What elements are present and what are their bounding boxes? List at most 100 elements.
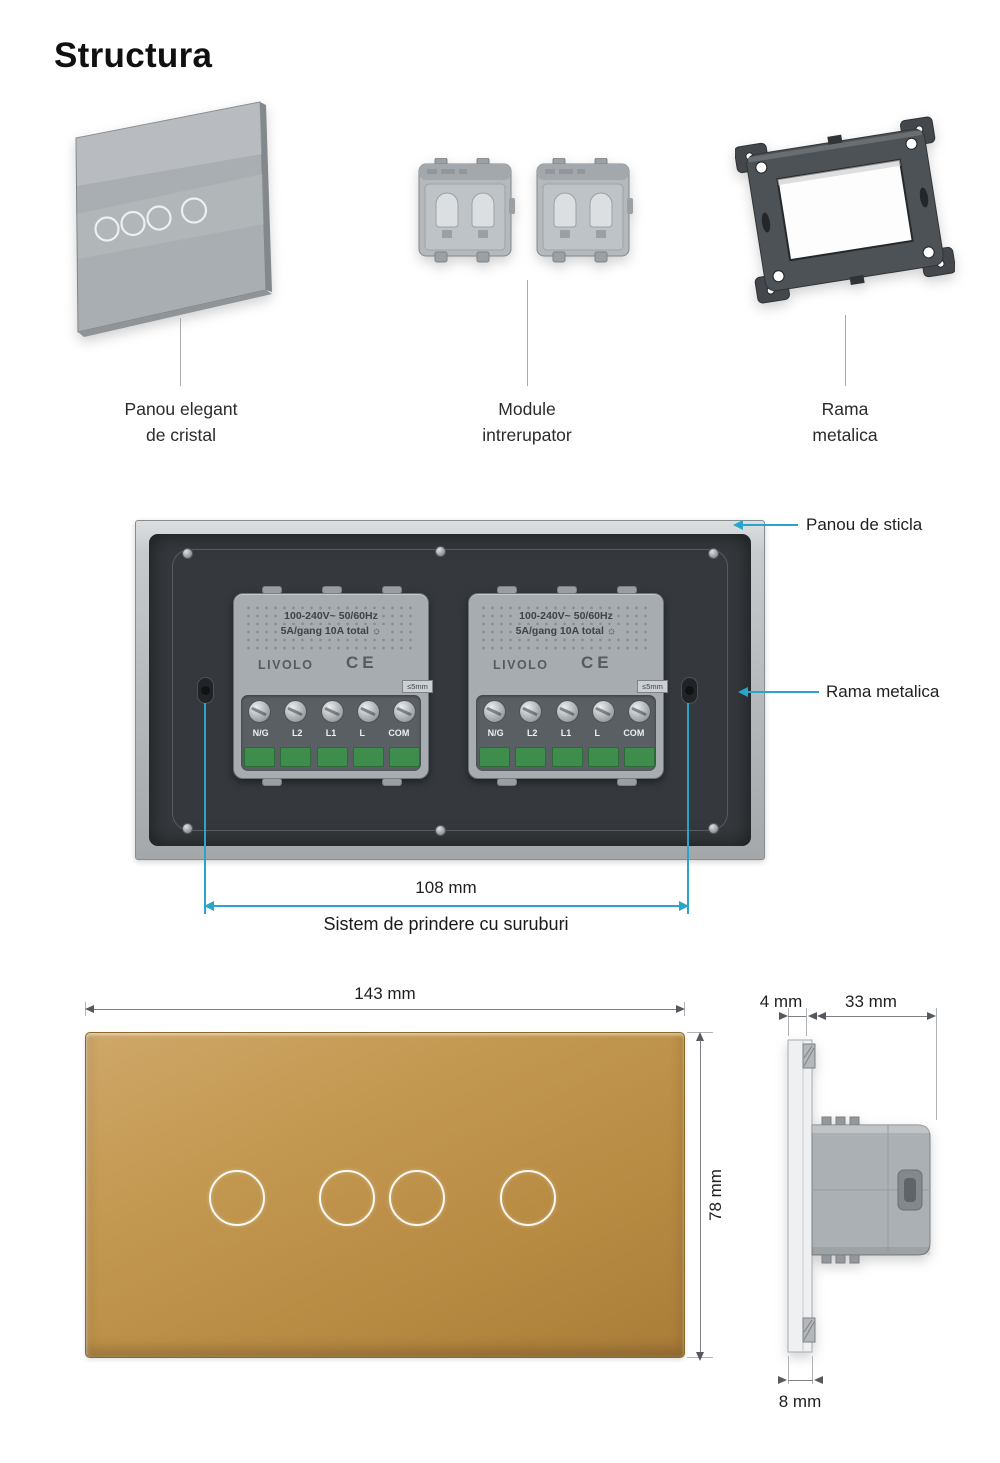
mount-clip — [802, 1043, 816, 1343]
dimension-arrowhead — [817, 1012, 826, 1020]
terminal-label: L — [594, 728, 601, 738]
dimension-arrowhead — [696, 1352, 704, 1361]
part-label-glass: Panou elegant de cristal — [56, 396, 306, 449]
switch-module — [536, 158, 633, 263]
fixing-hole-left — [197, 677, 214, 704]
terminal-screw — [592, 700, 615, 723]
terminal-label: L1 — [325, 728, 337, 738]
module-rating: 5A/gang 10A total ☼ — [234, 625, 428, 637]
mounting-text: Sistem de prindere cu suruburi — [323, 914, 569, 934]
terminal-label: L2 — [291, 728, 303, 738]
glass-panel-illustration — [75, 101, 272, 337]
height-dimension-label: 78 mm — [706, 1169, 725, 1221]
dimension-arrowhead — [204, 901, 214, 911]
terminal-label: COM — [623, 728, 645, 738]
part-label-line: intrerupator — [482, 425, 572, 446]
strip-gauge: ≤5mm — [637, 680, 668, 693]
height-dimension-line — [700, 1040, 701, 1352]
brand-text: LIVOLO — [258, 658, 314, 672]
metal-frame-illustration — [735, 116, 955, 304]
connector-line — [180, 318, 181, 386]
dimension-arrowhead — [676, 1005, 685, 1013]
extension-line — [204, 703, 206, 914]
dimension-arrowhead — [927, 1012, 936, 1020]
tick — [806, 1008, 807, 1036]
terminal-screw — [393, 700, 416, 723]
screw — [182, 823, 193, 834]
module-tab — [382, 778, 402, 786]
dimension-arrowhead — [814, 1376, 823, 1384]
part-label-line: Rama — [821, 399, 869, 419]
module-depth-label: 33 mm — [845, 992, 897, 1011]
module-voltage-text: 100-240V~ 50/60Hz — [515, 610, 617, 622]
terminal-label: N/G — [487, 728, 504, 738]
total-depth-label: 8 mm — [778, 1392, 822, 1411]
part-label-line: de cristal — [145, 425, 217, 446]
glass-depth-label: 4 mm — [759, 992, 803, 1011]
terminal-block — [515, 747, 546, 767]
part-label-line: Module — [498, 399, 556, 419]
terminal-labels: N/G L2 L1 L COM — [476, 728, 656, 738]
terminal-strip: N/G L2 L1 L COM — [476, 695, 656, 771]
terminal-screw — [284, 700, 307, 723]
fixing-hole-right — [681, 677, 698, 704]
touch-circle — [500, 1170, 556, 1226]
touch-circle — [319, 1170, 375, 1226]
brand-text: LIVOLO — [493, 658, 549, 672]
connector-line — [527, 280, 528, 386]
terminal-block — [389, 747, 420, 767]
module-rating-text: 5A/gang 10A total ☼ — [276, 625, 386, 637]
connector-line — [845, 315, 846, 386]
terminal-block — [317, 747, 348, 767]
terminal-screw — [357, 700, 380, 723]
tick — [812, 1356, 813, 1384]
terminal-block — [353, 747, 384, 767]
terminal-label: L — [359, 728, 366, 738]
module-side — [811, 1116, 931, 1264]
callout-glass-label: Panou de sticla — [806, 515, 923, 534]
screw — [708, 823, 719, 834]
terminal-label: COM — [388, 728, 410, 738]
terminal-block — [624, 747, 655, 767]
tick — [936, 1008, 937, 1120]
part-label-line: metalica — [812, 425, 878, 446]
callout-frame-label: Rama metalica — [826, 682, 940, 701]
terminal-block — [280, 747, 311, 767]
module-depth-line — [826, 1016, 927, 1017]
terminal-screw — [519, 700, 542, 723]
screw — [708, 548, 719, 559]
terminal-strip: N/G L2 L1 L COM — [241, 695, 421, 771]
side-view-illustration — [787, 1039, 931, 1353]
module-rating: 5A/gang 10A total ☼ — [469, 625, 663, 637]
module-voltage: 100-240V~ 50/60Hz — [469, 610, 663, 622]
module-voltage: 100-240V~ 50/60Hz — [234, 610, 428, 622]
ce-mark: CE — [346, 653, 378, 672]
glass-depth-line — [788, 1016, 806, 1017]
module-tab — [497, 586, 517, 594]
total-depth-line — [788, 1380, 813, 1381]
strip-gauge: ≤5mm — [402, 680, 433, 693]
module-tab — [497, 778, 517, 786]
module-tab — [382, 586, 402, 594]
terminal-screw — [628, 700, 651, 723]
tick — [788, 1356, 789, 1384]
terminal-label: L2 — [526, 728, 538, 738]
dimension-arrowhead — [808, 1012, 817, 1020]
touch-circle — [209, 1170, 265, 1226]
dimension-arrowhead — [679, 901, 689, 911]
page-title: Structura — [54, 36, 213, 75]
width-dimension-line — [94, 1009, 676, 1010]
front-panel — [85, 1032, 685, 1358]
screw-distance-label: 108 mm — [415, 878, 477, 897]
back-view: 100-240V~ 50/60Hz 5A/gang 10A total ☼ LI… — [135, 520, 765, 860]
screw — [435, 825, 446, 836]
terminal-block — [552, 747, 583, 767]
dimension-arrowhead — [778, 1376, 787, 1384]
callout-line — [742, 524, 798, 526]
terminal-label: N/G — [252, 728, 269, 738]
terminal-labels: N/G L2 L1 L COM — [241, 728, 421, 738]
tick — [788, 1008, 789, 1036]
module-tab — [617, 586, 637, 594]
module-voltage-text: 100-240V~ 50/60Hz — [280, 610, 382, 622]
